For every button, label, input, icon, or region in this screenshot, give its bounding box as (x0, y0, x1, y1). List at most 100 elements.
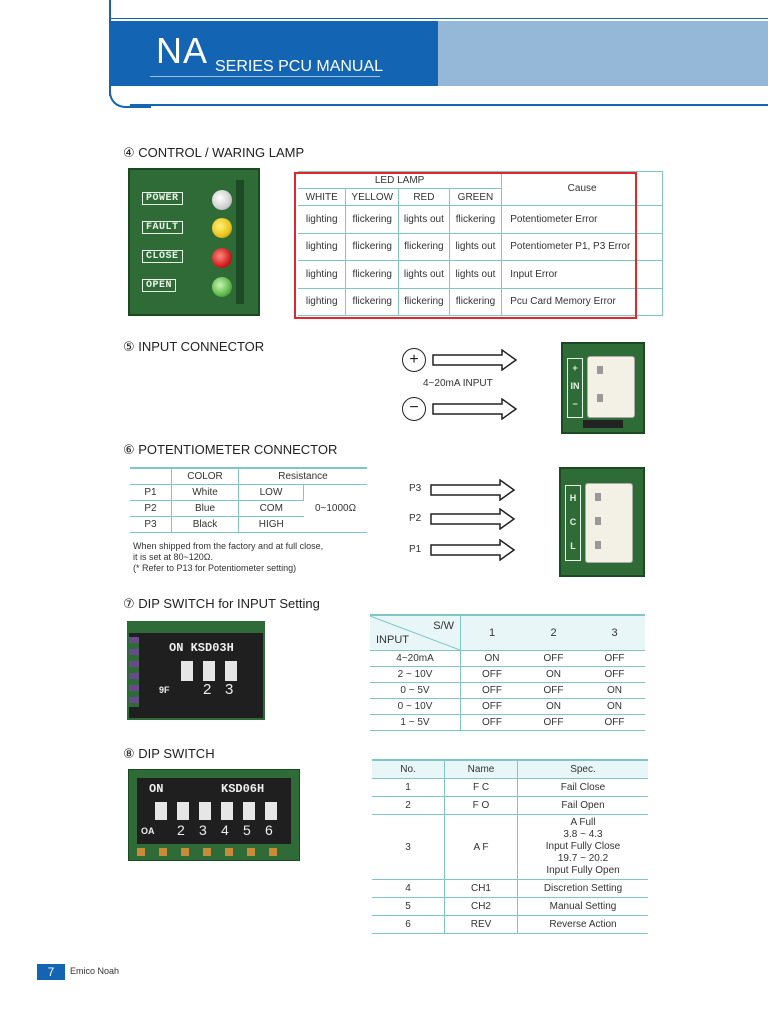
header-vertical-rule (109, 0, 111, 96)
input-label: INPUT (376, 634, 409, 646)
diagonal-header-cell: S/W INPUT (370, 614, 461, 651)
table-cell: flickering (449, 205, 503, 234)
red-led-icon (212, 248, 232, 268)
connector-pin (595, 493, 601, 501)
pcb-trace (236, 180, 244, 304)
header-subtitle: SERIES PCU MANUAL (215, 58, 384, 75)
column-header-green: GREEN (449, 188, 503, 206)
spec-line: Input Fully Close (545, 841, 621, 852)
p3-arrow-icon (430, 479, 516, 501)
note-line: When shipped from the factory and at ful… (133, 541, 324, 551)
dip-number: 3 (199, 822, 207, 838)
table-cell: 1 ~ 5V (370, 714, 461, 731)
dip-toggle (199, 802, 211, 820)
table-cell: lighting (298, 233, 347, 261)
table-cell: LOW (238, 484, 304, 501)
led-lamp-table: LED LAMP Cause WHITE YELLOW RED GREEN li… (298, 171, 663, 316)
header-corner-curve (109, 80, 151, 108)
page-number: 7 (37, 964, 65, 980)
dip-toggle (243, 802, 255, 820)
highlight-box (294, 172, 637, 319)
table-cell: ON (584, 698, 645, 715)
dip-switch-6-photo: ON KSD06H OA 2 3 4 5 6 (128, 769, 300, 861)
column-header: 3 (584, 614, 645, 651)
control-lamp-photo: POWER FAULT CLOSE OPEN (128, 168, 260, 316)
spec-line: 3.8 ~ 4.3 (563, 829, 603, 840)
table-cell: 1 (372, 778, 445, 797)
table-cell: lights out (398, 260, 450, 289)
table-cell: ON (584, 682, 645, 699)
arrow-label-p3: P3 (409, 483, 422, 494)
table-cell: Manual Setting (517, 897, 648, 916)
table-header: Resistance (238, 467, 367, 485)
plus-terminal-icon: + (402, 348, 426, 372)
connector-housing (587, 356, 635, 418)
table-cell: White (171, 484, 239, 501)
connector-housing (585, 483, 633, 563)
table-row: P1 White LOW 0~1000Ω (130, 484, 367, 533)
table-cell: CH1 (444, 879, 518, 898)
board-label-minus: − (572, 399, 578, 409)
table-cell: flickering (345, 288, 400, 316)
table-row: 2 ~ 10V OFF ON OFF (370, 666, 645, 683)
table-cell: OFF (584, 714, 645, 731)
potentiometer-table: COLOR Resistance P1 White LOW 0~1000Ω P2… (130, 467, 367, 533)
pcb-component (583, 420, 623, 428)
input-signal-label: 4~20mA INPUT (423, 378, 493, 389)
table-cell: flickering (449, 288, 503, 316)
table-cell: Black (171, 516, 239, 533)
table-cell: 5 (372, 897, 445, 916)
spec-line: Input Fully Open (546, 865, 620, 876)
board-label-plus: + (572, 363, 578, 373)
table-cell: OFF (523, 714, 584, 731)
table-row: 0 ~ 10V OFF ON ON (370, 698, 645, 715)
table-row: COLOR Resistance (130, 467, 367, 485)
section-5-title: ⑤ INPUT CONNECTOR (123, 339, 265, 354)
table-cell: OFF (460, 666, 524, 683)
table-cell: OFF (584, 650, 645, 667)
dip-number: 6 (265, 822, 273, 838)
table-row: 1 F C Fail Close (372, 778, 648, 797)
header-top-rule (111, 18, 768, 19)
dip-number: 3 (225, 681, 234, 698)
table-row: 4 CH1 Discretion Setting (372, 879, 648, 898)
table-cell: OFF (584, 666, 645, 683)
header-title-underline (150, 76, 380, 77)
table-header: No. (372, 759, 445, 779)
factory-setting-note: When shipped from the factory and at ful… (133, 541, 323, 574)
table-cell: flickering (345, 233, 400, 261)
board-label-open: OPEN (142, 279, 177, 292)
table-cell: 4~20mA (370, 650, 461, 667)
input-board-marking: + IN − (567, 358, 583, 418)
dip-chip-label: ON KSD03H (169, 641, 234, 655)
input-connector-photo: + IN − (561, 342, 645, 434)
table-cell: 0 ~ 10V (370, 698, 461, 715)
section-7-title: ⑦ DIP SWITCH for INPUT Setting (123, 596, 320, 611)
dip-number: 2 (203, 681, 212, 698)
table-cell: flickering (345, 205, 400, 234)
table-cell: flickering (345, 260, 400, 289)
table-cell: flickering (398, 288, 450, 316)
board-label-c: C (569, 517, 577, 527)
section-8-title: ⑧ DIP SWITCH (123, 746, 215, 761)
solder-pads (137, 848, 291, 856)
table-row: lighting flickering flickering flickerin… (298, 288, 663, 316)
p1-arrow-icon (430, 539, 516, 561)
diagonal-line-icon (370, 616, 460, 650)
table-cell: OFF (460, 698, 524, 715)
green-led-icon (212, 277, 232, 297)
note-line: it is set at 80~120Ω. (133, 552, 214, 562)
connector-pin (597, 366, 603, 374)
table-header: Spec. (517, 759, 648, 779)
table-cell: ON (460, 650, 524, 667)
table-cell: lighting (298, 205, 347, 234)
column-header: 2 (523, 614, 584, 651)
table-row: 4~20mA ON OFF OFF (370, 650, 645, 667)
table-cell: OFF (523, 682, 584, 699)
minus-terminal-icon: − (402, 397, 426, 421)
table-row: 0 ~ 5V OFF OFF ON (370, 682, 645, 699)
table-cell: P3 (130, 516, 172, 533)
table-cell: F C (444, 778, 518, 797)
table-row: No. Name Spec. (372, 759, 648, 779)
table-row: 5 CH2 Manual Setting (372, 897, 648, 916)
